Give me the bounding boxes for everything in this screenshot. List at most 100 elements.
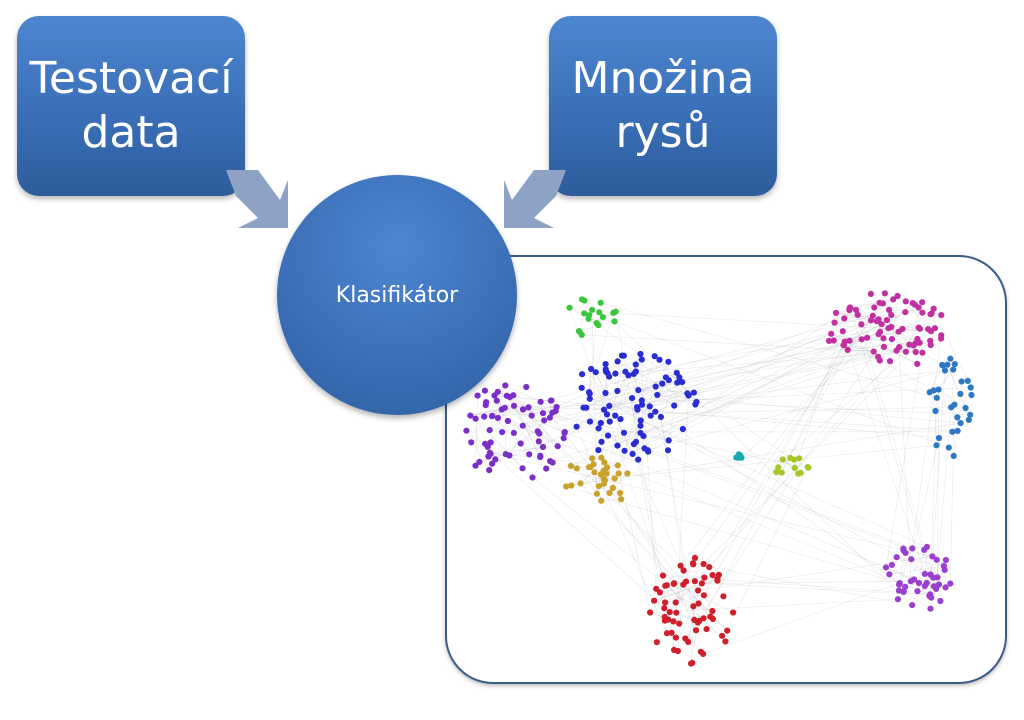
graph-node-blue xyxy=(573,423,580,430)
graph-node-blue xyxy=(604,432,612,439)
graph-node-magenta xyxy=(871,304,878,311)
graph-node-magenta xyxy=(867,317,874,324)
graph-node-red xyxy=(700,592,707,599)
graph-node-purple xyxy=(468,439,475,446)
graph-node-purple xyxy=(472,462,479,469)
graph-node-magenta xyxy=(938,312,945,319)
graph-node-steel-blue xyxy=(933,394,940,401)
graph-node-green xyxy=(566,304,573,311)
graph-node-magenta xyxy=(888,311,895,319)
graph-node-red xyxy=(709,607,716,615)
graph-node-red xyxy=(722,638,729,645)
graph-node-purple xyxy=(506,394,513,401)
graph-node-magenta xyxy=(927,341,934,349)
graph-node-violet xyxy=(933,556,940,563)
graph-node-magenta xyxy=(915,304,922,311)
graph-node-blue xyxy=(579,371,586,378)
graph-node-purple xyxy=(472,415,479,422)
graph-node-magenta xyxy=(883,317,890,324)
classifier-node: Klasifikátor xyxy=(277,175,517,415)
graph-node-steel-blue xyxy=(941,367,949,374)
graph-node-purple xyxy=(467,412,474,419)
graph-node-blue xyxy=(630,441,637,448)
graph-node-blue xyxy=(637,417,644,424)
graph-node-steel-blue xyxy=(930,387,937,394)
graph-node-magenta xyxy=(886,358,894,365)
graph-node-blue xyxy=(676,374,683,381)
graph-node-red xyxy=(680,567,687,574)
graph-node-purple xyxy=(541,417,548,424)
graph-node-purple xyxy=(481,387,488,394)
graph-node-violet xyxy=(937,597,944,605)
graph-node-red xyxy=(691,554,699,561)
graph-node-magenta xyxy=(879,300,886,307)
graph-node-blue xyxy=(612,370,619,377)
graph-node-blue xyxy=(638,356,645,363)
graph-node-gold xyxy=(603,470,610,477)
graph-node-magenta xyxy=(878,321,885,328)
graph-node-magenta xyxy=(938,332,945,339)
graph-node-magenta xyxy=(825,337,833,344)
graph-node-violet xyxy=(886,571,893,578)
graph-node-magenta xyxy=(844,346,851,353)
graph-node-blue xyxy=(602,361,609,368)
graph-node-gold xyxy=(573,465,580,472)
graph-node-red xyxy=(673,609,680,616)
graph-node-red xyxy=(670,618,677,625)
graph-node-magenta xyxy=(841,315,848,322)
graph-node-red xyxy=(659,572,667,579)
graph-node-red xyxy=(701,574,708,581)
graph-node-steel-blue xyxy=(954,414,961,421)
graph-node-blue xyxy=(679,379,686,386)
graph-node-green xyxy=(586,312,593,319)
graph-node-blue xyxy=(673,369,680,376)
graph-node-magenta xyxy=(912,348,919,356)
graph-node-blue xyxy=(620,429,628,436)
graph-node-steel-blue xyxy=(935,434,943,442)
graph-node-magenta xyxy=(909,300,916,307)
arrow-test-data-to-classifier xyxy=(226,170,288,228)
graph-node-magenta xyxy=(906,341,913,348)
graph-node-red xyxy=(688,660,695,667)
graph-node-purple xyxy=(493,397,500,404)
network-graph-panel xyxy=(445,255,1007,684)
graph-node-red xyxy=(714,577,721,584)
graph-node-blue xyxy=(630,370,637,377)
graph-node-gold xyxy=(589,455,596,462)
graph-node-blue xyxy=(592,369,599,376)
graph-node-steel-blue xyxy=(967,411,974,418)
graph-node-red xyxy=(685,638,692,645)
graph-node-violet xyxy=(929,553,936,560)
graph-node-steel-blue xyxy=(957,390,964,397)
graph-node-gold xyxy=(597,471,604,478)
graph-node-red xyxy=(715,571,722,578)
classifier-label: Klasifikátor xyxy=(335,282,459,308)
graph-node-blue xyxy=(578,384,585,391)
graph-node-blue xyxy=(659,380,666,387)
graph-node-purple xyxy=(536,430,543,437)
graph-node-red xyxy=(706,564,713,571)
graph-node-purple xyxy=(499,429,506,436)
graph-node-blue xyxy=(684,390,691,397)
graph-node-lime xyxy=(775,464,782,471)
graph-node-magenta xyxy=(858,321,865,328)
graph-node-red xyxy=(677,562,684,569)
graph-node-magenta xyxy=(870,348,877,355)
graph-node-blue xyxy=(601,406,608,413)
graph-node-lime xyxy=(773,469,780,476)
graph-node-red xyxy=(682,578,690,585)
graph-node-blue xyxy=(629,450,636,457)
graph-node-lime xyxy=(804,464,811,471)
graph-node-blue xyxy=(583,404,590,411)
graph-node-purple xyxy=(485,453,492,460)
graph-node-red xyxy=(647,609,654,616)
graph-node-purple xyxy=(489,412,496,419)
graph-node-blue xyxy=(635,387,642,394)
graph-node-magenta xyxy=(839,328,846,335)
graph-node-blue xyxy=(612,412,619,419)
graph-node-red xyxy=(692,627,700,634)
graph-node-blue xyxy=(656,356,663,363)
graph-node-blue xyxy=(602,366,609,373)
graph-node-blue xyxy=(657,413,664,420)
graph-node-violet xyxy=(934,574,941,581)
